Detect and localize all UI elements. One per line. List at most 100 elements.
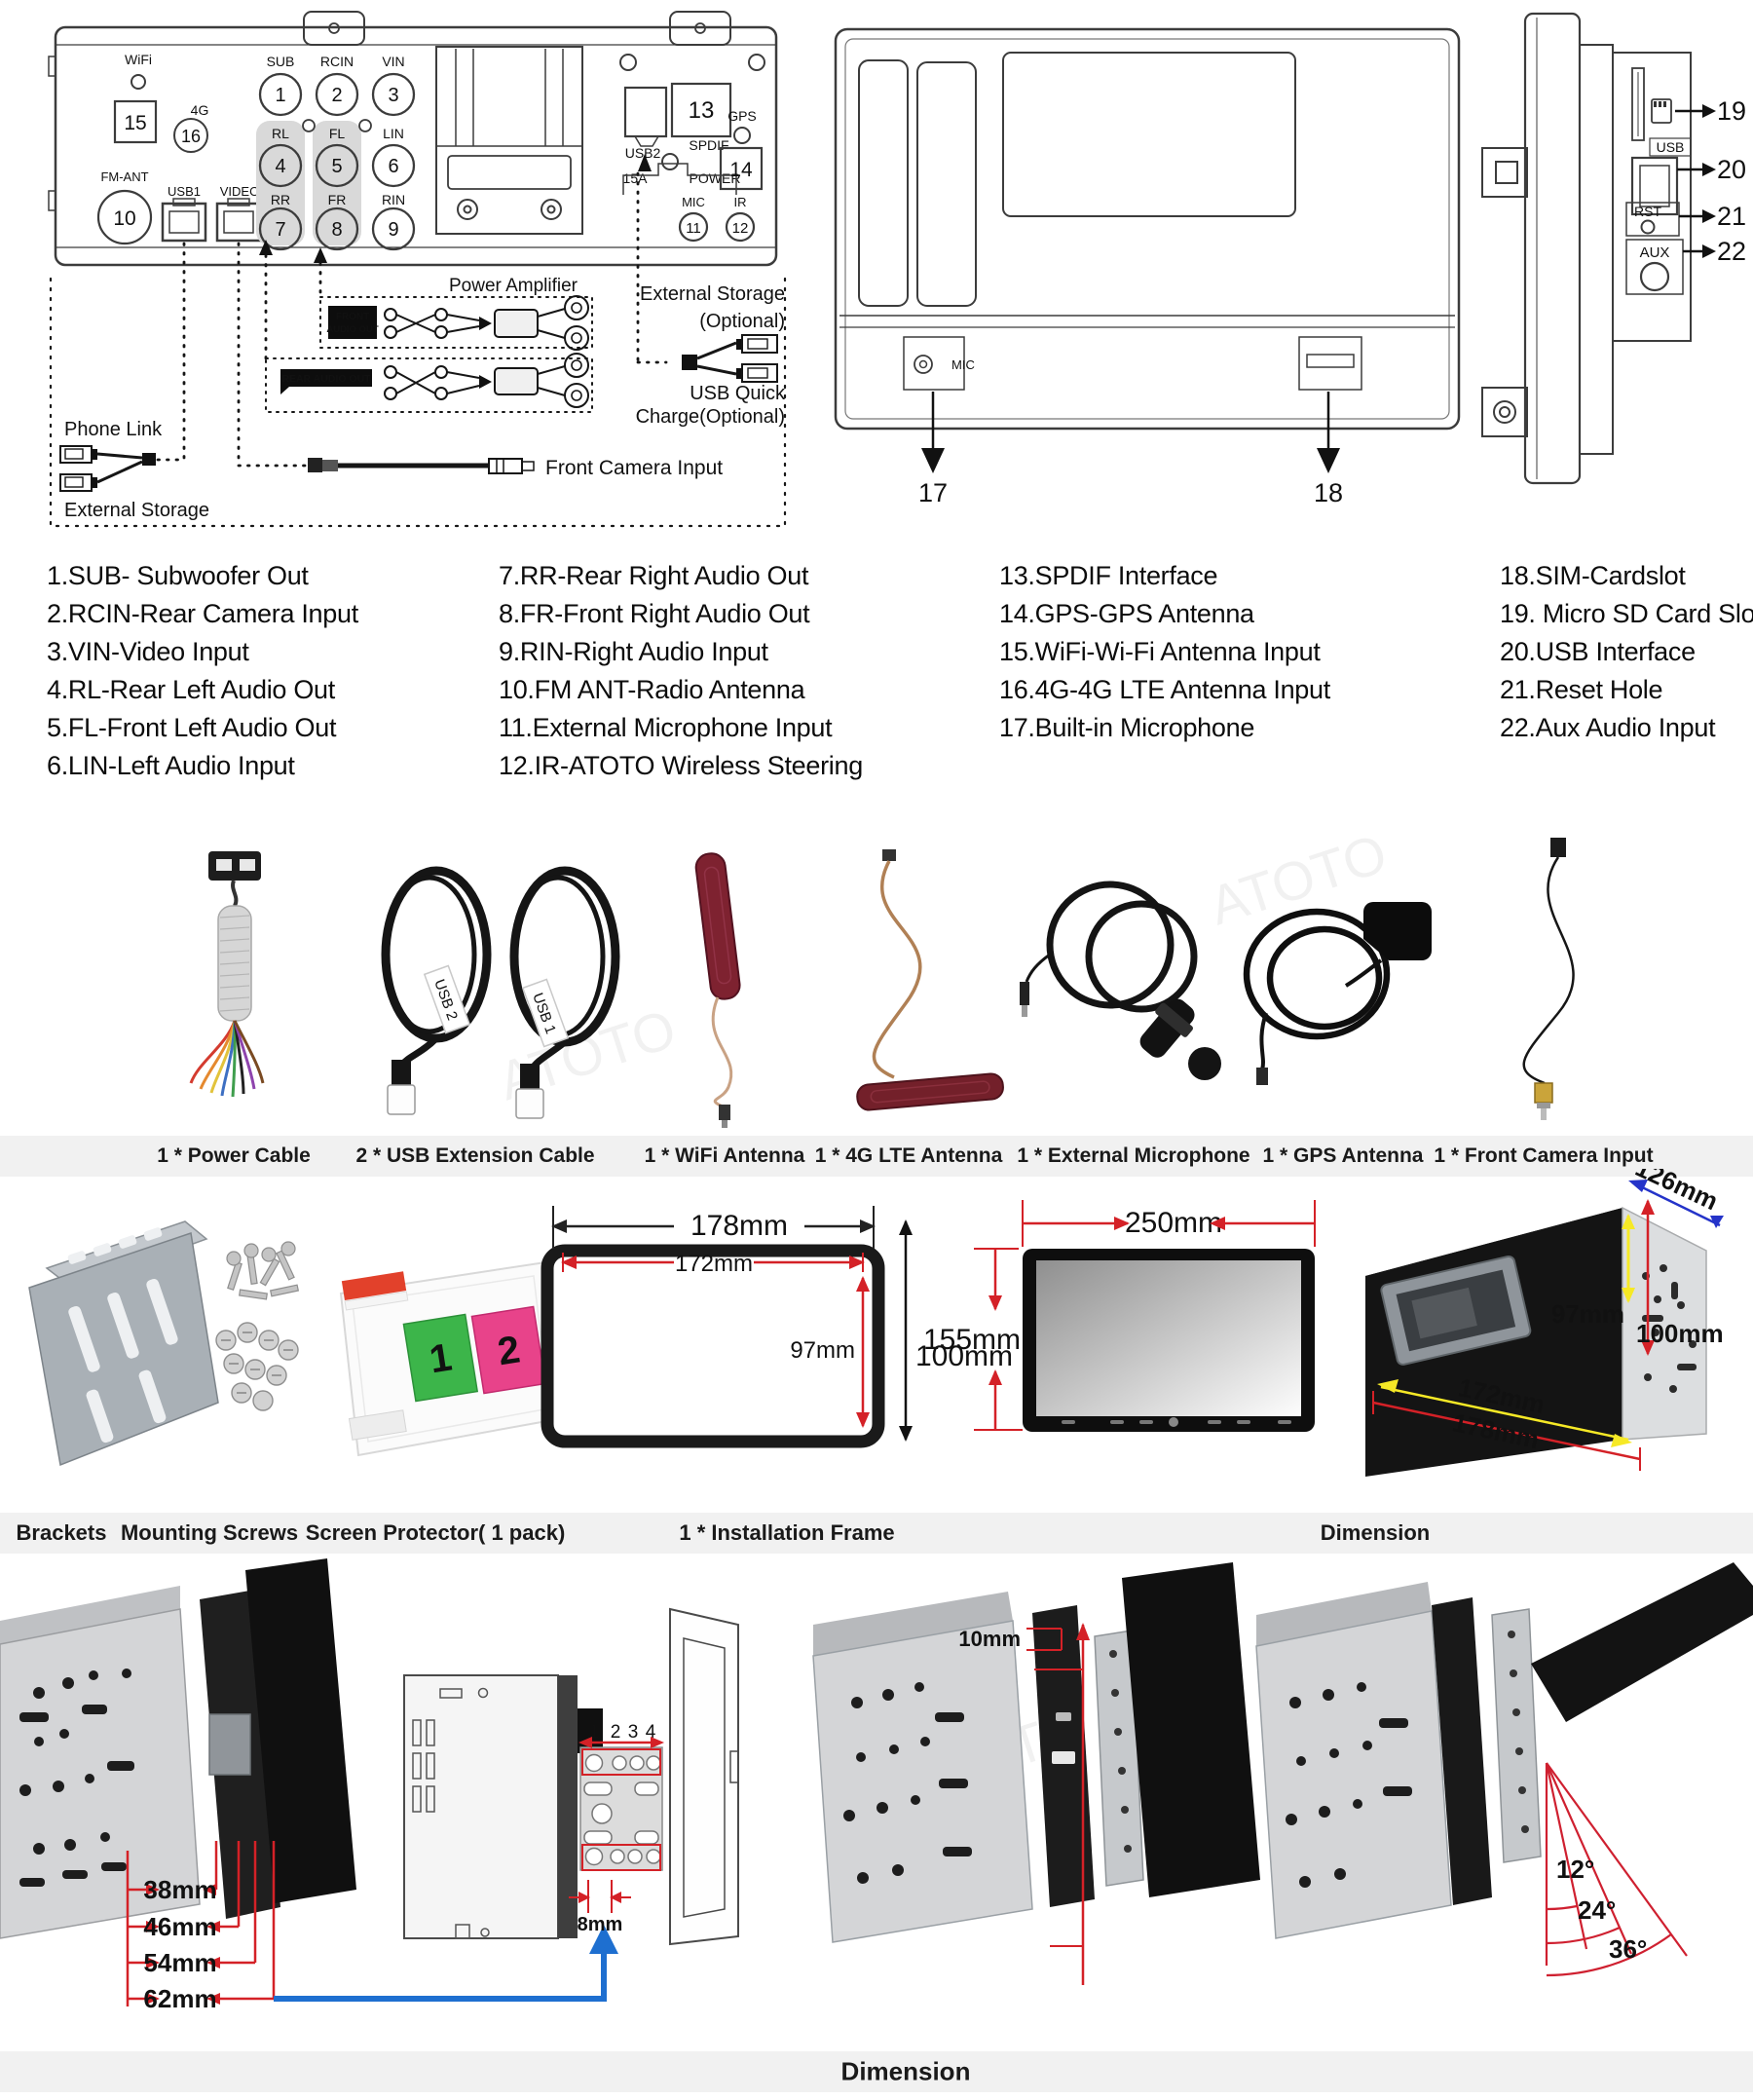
package-dimensions: ATOTO bbox=[28, 1169, 1724, 1477]
external-storage-label: External Storage bbox=[640, 283, 785, 305]
spdif-label: SPDIF bbox=[689, 137, 728, 153]
rca-3-vin bbox=[371, 72, 416, 117]
cable-label: 1 * 4G LTE Antenna bbox=[814, 1144, 1003, 1167]
usb-side-label: USB bbox=[1657, 139, 1685, 155]
rca-8-fr bbox=[315, 206, 359, 251]
bracket-hole-4: 4 bbox=[646, 1722, 656, 1743]
port-15-box bbox=[113, 99, 158, 144]
gps-antenna-photo bbox=[1243, 902, 1432, 1085]
front-audio-out-badge bbox=[328, 306, 377, 339]
svg-text:9: 9 bbox=[388, 219, 398, 241]
legend-column-3: 13.SPDIF Interface 14.GPS-GPS Antenna 15… bbox=[999, 561, 1330, 742]
legend-column-2: 7.RR-Rear Right Audio Out 8.FR-Front Rig… bbox=[499, 561, 863, 780]
port-14-box bbox=[719, 146, 764, 191]
frame-width-inner: 172mm bbox=[675, 1251, 753, 1277]
gps-jack bbox=[733, 127, 751, 144]
svg-text:FRONT: FRONT bbox=[336, 312, 369, 322]
power-amplifier-label: Power Amplifier bbox=[449, 276, 578, 296]
svg-text:14: 14 bbox=[729, 159, 753, 181]
svg-text:Charge(Optional): Charge(Optional) bbox=[636, 406, 785, 428]
svg-text:4: 4 bbox=[275, 156, 285, 177]
angle-36: 36° bbox=[1609, 1934, 1647, 1964]
rca-6-lin bbox=[371, 143, 416, 188]
rear-panel-diagram: WiFi 15 4G 16 FM-ANT 10 USB1 VIDEO SUB R… bbox=[48, 11, 778, 267]
mounting-screws-photo bbox=[215, 1241, 300, 1411]
ir-label: IR bbox=[734, 195, 747, 209]
rca-5-fl bbox=[315, 143, 359, 188]
dim-10mm: 10mm bbox=[958, 1627, 1021, 1651]
cable-label: 1 * GPS Antenna bbox=[1262, 1144, 1424, 1167]
svg-text:RCIN: RCIN bbox=[320, 54, 354, 69]
display-height: 155mm bbox=[923, 1324, 1021, 1356]
speaker-icon bbox=[564, 353, 589, 378]
frame-label: 1 * Installation Frame bbox=[679, 1520, 895, 1545]
svg-text:3: 3 bbox=[388, 85, 398, 106]
frame-width-outer: 178mm bbox=[690, 1210, 788, 1242]
wifi-label: WiFi bbox=[125, 52, 152, 67]
cable-label: 1 * WiFi Antenna bbox=[644, 1144, 805, 1167]
svg-text:16: 16 bbox=[181, 127, 201, 146]
svg-text:7: 7 bbox=[275, 219, 285, 241]
port-12-circle bbox=[725, 211, 756, 243]
frame-height-outer: 100mm bbox=[915, 1340, 1013, 1372]
builtin-mic-box bbox=[903, 336, 965, 391]
cable-label: 2 * USB Extension Cable bbox=[355, 1144, 595, 1167]
usb-quick-charge-label: USB Quick bbox=[690, 383, 786, 404]
gps-label: GPS bbox=[727, 108, 757, 124]
port-10-circle bbox=[96, 189, 153, 245]
callout-17: 17 bbox=[918, 478, 948, 507]
rca-9-rin bbox=[371, 206, 416, 251]
rca-2-rcin bbox=[315, 72, 359, 117]
svg-text:LIN: LIN bbox=[383, 126, 404, 141]
callout-19: 19 bbox=[1717, 96, 1746, 126]
side-view-diagram: 19 USB 20 RST 21 AUX 22 bbox=[1481, 12, 1746, 485]
svg-text:RIN: RIN bbox=[382, 192, 405, 207]
callout-21: 21 bbox=[1717, 202, 1746, 231]
display-width: 250mm bbox=[1125, 1207, 1222, 1239]
svg-text:AUDIO OUT: AUDIO OUT bbox=[326, 324, 379, 335]
reset-hole bbox=[1640, 219, 1656, 235]
dim-8mm: 8mm bbox=[578, 1914, 623, 1935]
phone-link-label: Phone Link bbox=[64, 419, 163, 440]
usb1-jack bbox=[161, 202, 207, 243]
aux-jack bbox=[1639, 261, 1670, 292]
rst-label: RST bbox=[1634, 204, 1661, 219]
svg-text:RR: RR bbox=[271, 192, 290, 207]
top-diagrams: WiFi 15 4G 16 FM-ANT 10 USB1 VIDEO SUB R… bbox=[48, 11, 1746, 528]
package-label-band: Brackets Mounting Screws Screen Protecto… bbox=[0, 1513, 1753, 1554]
front-amplifier-box bbox=[494, 309, 539, 338]
usb2-label: USB2 bbox=[625, 145, 661, 161]
unit-height-outer: 100mm bbox=[1636, 1319, 1724, 1348]
external-microphone-photo bbox=[1020, 881, 1221, 1080]
power-cable-photo bbox=[189, 851, 265, 1098]
mic-front-label: MIC bbox=[951, 357, 975, 372]
depth-measure-photo: 38mm 46mm 54mm 62mm bbox=[0, 1558, 618, 2013]
callout-20: 20 bbox=[1717, 155, 1746, 184]
screen-outline bbox=[1002, 52, 1296, 217]
display-drawing: 250mm 155mm bbox=[923, 1200, 1316, 1432]
svg-text:8: 8 bbox=[331, 219, 342, 241]
offset-measure-photo: 10mm bbox=[812, 1562, 1260, 1985]
svg-text:REAR AUDIO OUT: REAR AUDIO OUT bbox=[281, 373, 371, 385]
svg-text:FR: FR bbox=[328, 192, 347, 207]
dim-46mm: 46mm bbox=[143, 1912, 216, 1941]
svg-text:FL: FL bbox=[329, 126, 346, 141]
protector-label: Screen Protector( 1 pack) bbox=[305, 1520, 566, 1545]
svg-text:1: 1 bbox=[275, 85, 285, 106]
speaker-icon bbox=[564, 295, 589, 320]
rear-audio-out-badge bbox=[280, 369, 372, 387]
frame-height-inner: 97mm bbox=[790, 1337, 855, 1364]
screen-protector-photo: 1 2 bbox=[339, 1260, 565, 1457]
svg-text:VIN: VIN bbox=[382, 54, 404, 69]
cable-label: 1 * Power Cable bbox=[157, 1144, 311, 1167]
dim-54mm: 54mm bbox=[143, 1948, 216, 1977]
dimension-label: Dimension bbox=[1320, 1520, 1431, 1545]
dimension-caption-band: Dimension bbox=[0, 2051, 1753, 2092]
front-view-diagram: MIC 17 18 bbox=[834, 27, 1461, 507]
usb-port bbox=[1630, 156, 1679, 216]
video-label: VIDEO bbox=[220, 184, 259, 199]
mounting-plate bbox=[435, 46, 583, 235]
rca-4-rl bbox=[258, 143, 303, 188]
port-11-circle bbox=[678, 211, 709, 243]
